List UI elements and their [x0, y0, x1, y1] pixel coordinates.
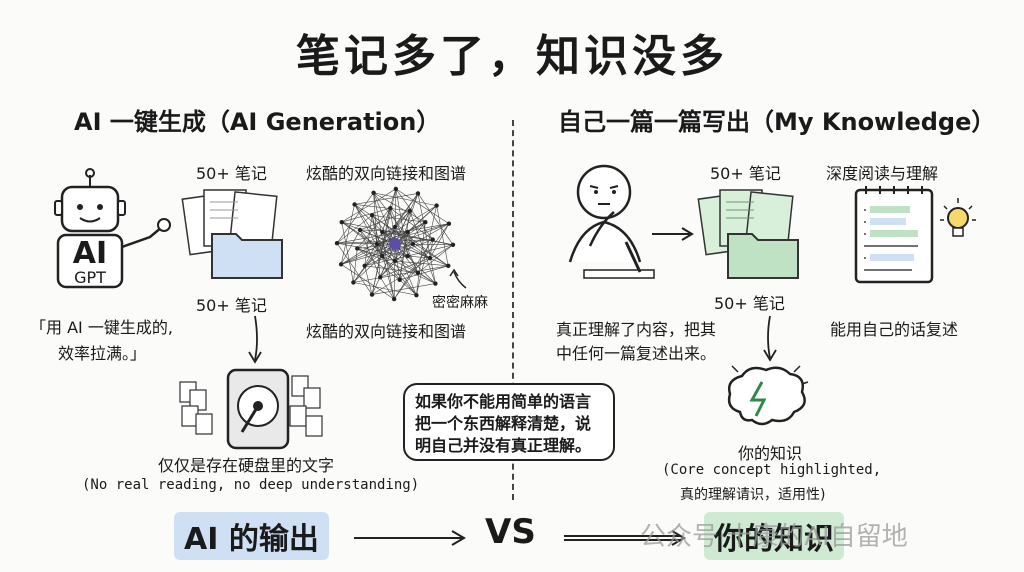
graph-node — [351, 280, 356, 285]
graph-node — [380, 229, 385, 235]
knowledge-graph-icon — [334, 186, 456, 302]
callout-line2: 把一个东西解释清楚，说 — [415, 414, 592, 433]
graph-node — [407, 208, 412, 213]
graph-node — [393, 186, 399, 192]
watermark: 公众号·十康的AI自留地 — [640, 522, 908, 552]
graph-node — [392, 258, 398, 264]
disk-sublabel: (No real reading, no deep understanding) — [82, 477, 420, 493]
graph-node — [414, 293, 419, 298]
arrow-to-vs-icon — [354, 530, 466, 546]
graph-node — [369, 213, 375, 218]
down-arrow-icon — [248, 315, 262, 364]
thinking-person-icon — [568, 164, 655, 279]
documents-folder-icon — [181, 189, 283, 279]
understand-line1: 真正理解了内容，把其 — [556, 320, 717, 339]
retell-label: 能用自己的话复述 — [830, 320, 959, 339]
right-heading: 自己一篇一篇写出（My Knowledge） — [558, 108, 996, 136]
robot-ai-label: AI — [72, 236, 108, 271]
knowledge-label: 你的知识 — [738, 444, 803, 463]
graph-node — [430, 237, 435, 242]
knowledge-sub2: 真的理解请识，适用性) — [680, 487, 826, 503]
graph-node — [355, 246, 360, 251]
graph-node — [369, 292, 375, 297]
graph-node — [378, 275, 383, 280]
graph-node — [391, 296, 397, 302]
graph-node — [392, 224, 398, 230]
graph-node — [338, 262, 344, 267]
dense-label: 密密麻麻 — [432, 295, 488, 311]
graph-node — [434, 203, 439, 208]
page-title: 笔记多了，知识没多 — [296, 31, 728, 82]
graph-node — [388, 205, 393, 211]
graph-node — [397, 277, 402, 283]
hard-disk-icon — [179, 368, 323, 450]
graph-node — [446, 221, 452, 226]
notebook-icon — [854, 186, 976, 284]
left-notes-label-top: 50+ 笔记 — [196, 164, 267, 183]
callout-line3: 明自己并没有真正理解。 — [415, 436, 592, 455]
callout-line1: 如果你不能用简单的语言 — [415, 392, 592, 411]
dense-arrow-icon — [449, 268, 467, 289]
down-arrow-right-icon — [763, 315, 777, 362]
graph-node — [415, 270, 421, 275]
graph-hub-node — [389, 238, 401, 250]
left-heading: AI 一键生成（AI Generation） — [74, 108, 441, 136]
graph-node — [405, 253, 410, 259]
ai-quote-line1: 「用 AI 一键生成的, — [30, 318, 173, 337]
graph-node — [427, 255, 433, 261]
green-documents-folder-icon — [697, 189, 799, 279]
graph-node — [334, 240, 340, 246]
graph-label-top: 炫酷的双向链接和图谱 — [306, 164, 467, 183]
graph-node — [357, 227, 363, 233]
graph-node — [374, 241, 380, 247]
disk-label: 仅仅是存在硬盘里的文字 — [158, 456, 335, 475]
right-arrow-icon — [652, 227, 694, 241]
right-notes-label-top: 50+ 笔记 — [710, 164, 781, 183]
robot-icon — [54, 168, 171, 289]
graph-node — [405, 229, 410, 235]
quote-callout: 如果你不能用简单的语言 把一个东西解释清楚，说 明自己并没有真正理解。 — [403, 383, 615, 461]
arrow-from-vs-icon — [564, 530, 686, 546]
graph-node — [339, 219, 344, 225]
right-notes-label-bottom: 50+ 笔记 — [714, 294, 785, 313]
graph-node — [423, 220, 428, 225]
graph-node — [362, 263, 367, 268]
graph-node — [446, 263, 451, 269]
graph-node — [352, 202, 357, 207]
vs-label: VS — [485, 512, 536, 552]
center-divider — [512, 120, 514, 500]
ai-output-label: AI 的输出 — [174, 512, 329, 560]
left-notes-label-bottom: 50+ 笔记 — [196, 296, 267, 315]
understand-line2: 中任何一篇复述出来。 — [556, 344, 717, 363]
graph-node — [433, 281, 438, 286]
graph-node — [380, 253, 385, 259]
robot-gpt-label: GPT — [74, 268, 106, 287]
graph-node — [450, 242, 456, 248]
brain-icon — [727, 365, 809, 426]
knowledge-sub1: (Core concept highlighted, — [662, 462, 882, 478]
graph-label-bottom: 炫酷的双向链接和图谱 — [306, 322, 467, 341]
your-knowledge-label: 你的知识 — [704, 512, 844, 560]
graph-node — [371, 190, 376, 195]
reading-label: 深度阅读与理解 — [826, 164, 939, 183]
graph-node — [415, 191, 421, 196]
ai-quote-line2: 效率拉满。」 — [58, 344, 147, 363]
graph-node — [410, 241, 416, 247]
